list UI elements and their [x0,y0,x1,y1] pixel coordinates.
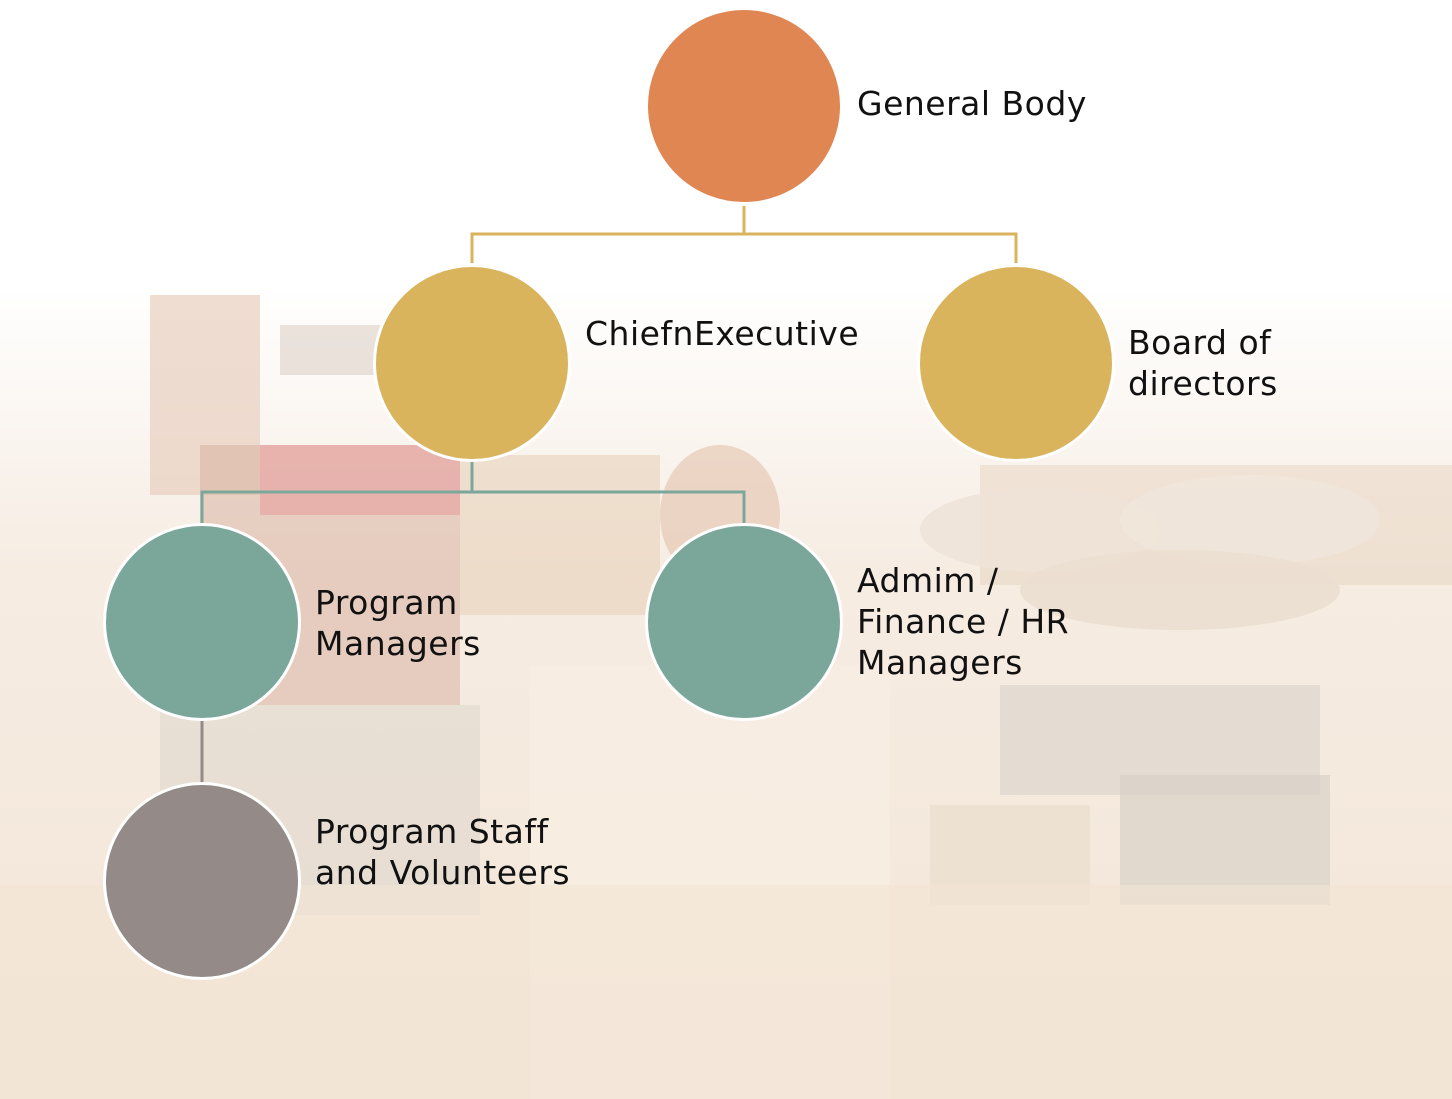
program-staff-volunteers-label: Program Staff and Volunteers [315,812,571,892]
program-managers-circle [103,523,301,721]
program-managers-label: Program Managers [315,583,481,663]
chief-executive-circle [373,264,571,462]
board-of-directors-circle [917,264,1115,462]
chief-executive-label: ChiefnExecutive [585,314,860,353]
board-of-directors-label: Board of directors [1128,323,1278,403]
general-body-label: General Body [857,84,1087,123]
general-body-circle [645,7,843,205]
program-staff-volunteers-circle [103,782,301,980]
background-photo [0,285,1452,1099]
admin-finance-hr-managers-circle [645,523,843,721]
connector-chief-executive-to-level2 [200,462,746,524]
admin-finance-hr-managers-label: Admim / Finance / HR Managers [857,561,1070,682]
connector-general-body-to-level1 [470,206,1018,263]
